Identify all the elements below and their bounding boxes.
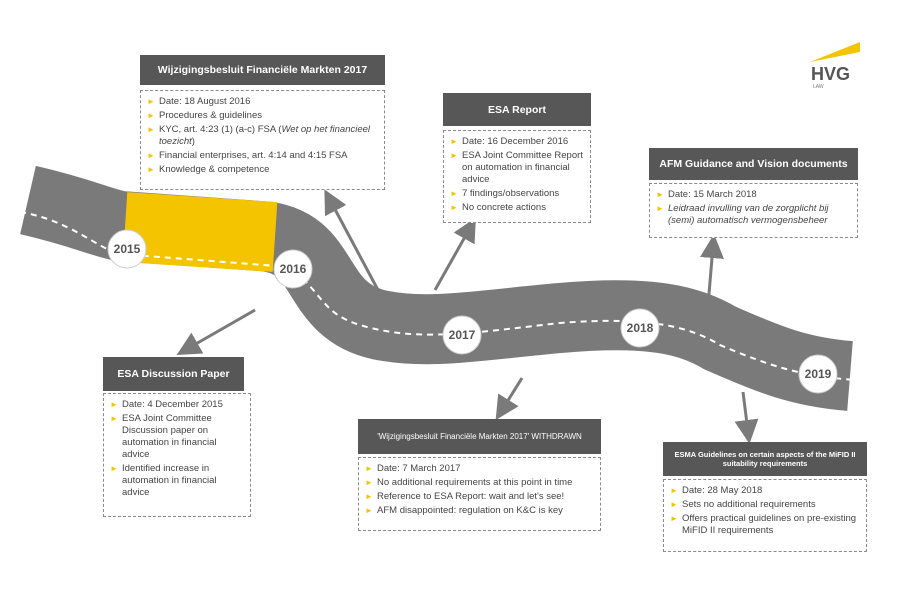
list-item-text: Date: 7 March 2017 bbox=[377, 463, 461, 474]
year-label: 2019 bbox=[805, 367, 832, 381]
bullet-icon: ► bbox=[110, 464, 118, 473]
list-item: ► No additional requirements at this poin… bbox=[365, 477, 594, 489]
list-item-text: Date: 15 March 2018 bbox=[668, 189, 757, 200]
list-item: ► KYC, art. 4:23 (1) (a-c) FSA (Wet op he… bbox=[147, 124, 378, 148]
list-item: ► Leidraad invulling van de zorgplicht bi… bbox=[656, 203, 851, 227]
list-item: ► Date: 16 December 2016 bbox=[450, 136, 584, 148]
list-item: ► Offers practical guidelines on pre-exis… bbox=[670, 513, 860, 537]
bullet-icon: ► bbox=[365, 478, 373, 487]
bullet-icon: ► bbox=[450, 151, 458, 160]
year-marker-2019: 2019 bbox=[798, 354, 838, 394]
bullet-icon: ► bbox=[656, 190, 664, 199]
list-item-text: Sets no additional requirements bbox=[682, 499, 816, 510]
list-item-italic: Leidraad invulling van de zorgplicht bij… bbox=[668, 203, 829, 226]
list-item: ► Procedures & guidelines bbox=[147, 110, 378, 122]
bullet-icon: ► bbox=[147, 151, 155, 160]
arrow-to-wfm bbox=[324, 189, 380, 291]
bullet-icon: ► bbox=[147, 97, 155, 106]
list-item-text: Knowledge & competence bbox=[159, 164, 270, 175]
list-item-text: Procedures & guidelines bbox=[159, 110, 262, 121]
arrow-to-esma bbox=[734, 391, 759, 444]
bullet-icon: ► bbox=[670, 500, 678, 509]
year-marker-2016: 2016 bbox=[273, 249, 313, 289]
wfm-body: ► Date: 18 August 2016 ► Procedures & guide… bbox=[140, 90, 385, 190]
list-item: ► Date: 4 December 2015 bbox=[110, 399, 244, 411]
list-item: ► AFM disappointed: regulation on K&C is … bbox=[365, 505, 594, 517]
list-item-text: ESA Joint Committee Report on automation… bbox=[462, 150, 583, 185]
list-item-text: No additional requirements at this point… bbox=[377, 477, 573, 488]
list-item-after: ) bbox=[191, 136, 195, 147]
arrow-to-esa-discussion bbox=[176, 308, 256, 355]
list-item-text: Date: 18 August 2016 bbox=[159, 96, 251, 107]
esma-title: ESMA Guidelines on certain aspects of th… bbox=[663, 442, 867, 476]
arrow-to-withdrawn bbox=[495, 377, 524, 421]
bullet-icon: ► bbox=[450, 189, 458, 198]
list-item: ► No concrete actions bbox=[450, 202, 584, 214]
list-item: ► Date: 28 May 2018 bbox=[670, 485, 860, 497]
arrow-to-esa-report bbox=[433, 217, 476, 291]
bullet-icon: ► bbox=[147, 165, 155, 174]
esa-report-title: ESA Report bbox=[443, 93, 591, 126]
logo-sub: LAW bbox=[813, 84, 824, 90]
list-item: ► 7 findings/observations bbox=[450, 188, 584, 200]
list-item-text: No concrete actions bbox=[462, 202, 546, 213]
year-label: 2017 bbox=[449, 328, 476, 342]
year-label: 2016 bbox=[280, 262, 307, 276]
list-item: ► Financial enterprises, art. 4:14 and 4:… bbox=[147, 150, 378, 162]
wfm-title: Wijzigingsbesluit Financiële Markten 201… bbox=[140, 55, 385, 85]
hvg-logo bbox=[810, 42, 860, 62]
bullet-icon: ► bbox=[670, 514, 678, 523]
road-highlight bbox=[122, 192, 278, 272]
bullet-icon: ► bbox=[670, 486, 678, 495]
list-item-text: Identified increase in automation in fin… bbox=[122, 463, 217, 498]
bullet-icon: ► bbox=[450, 137, 458, 146]
list-item-text: Reference to ESA Report: wait and let's … bbox=[377, 491, 565, 502]
list-item-text: Date: 16 December 2016 bbox=[462, 136, 569, 147]
list-item: ► Reference to ESA Report: wait and let's… bbox=[365, 491, 594, 503]
bullet-icon: ► bbox=[656, 204, 664, 213]
year-marker-2018: 2018 bbox=[620, 308, 660, 348]
bullet-icon: ► bbox=[450, 203, 458, 212]
afm-title: AFM Guidance and Vision documents bbox=[649, 148, 858, 180]
list-item: ► Knowledge & competence bbox=[147, 164, 378, 176]
bullet-icon: ► bbox=[147, 111, 155, 120]
bullet-icon: ► bbox=[110, 414, 118, 423]
list-item-text: ESA Joint Committee Discussion paper on … bbox=[122, 413, 217, 460]
esa-discussion-title: ESA Discussion Paper bbox=[103, 357, 244, 391]
logo-name: HVG bbox=[811, 64, 851, 84]
arrow-to-afm bbox=[700, 234, 724, 307]
list-item: ► ESA Joint Committee Report on automatio… bbox=[450, 150, 584, 186]
withdrawn-title: 'Wijzigingsbesluit Financiële Markten 20… bbox=[358, 419, 601, 454]
year-marker-2017: 2017 bbox=[442, 315, 482, 355]
bullet-icon: ► bbox=[147, 125, 155, 134]
list-item: ► Date: 7 March 2017 bbox=[365, 463, 594, 475]
list-item-text: AFM disappointed: regulation on K&C is k… bbox=[377, 505, 563, 516]
withdrawn-body: ► Date: 7 March 2017 ► No additional requir… bbox=[358, 457, 601, 531]
list-item-italic: Wet op het financieel toezicht bbox=[159, 124, 371, 147]
list-item-text: KYC, art. 4:23 (1) (a-c) FSA ( bbox=[159, 124, 282, 135]
esa-discussion-body: ► Date: 4 December 2015 ► ESA Joint Committ… bbox=[103, 393, 251, 517]
list-item-text: Date: 4 December 2015 bbox=[122, 399, 223, 410]
list-item-text: Date: 28 May 2018 bbox=[682, 485, 763, 496]
bullet-icon: ► bbox=[365, 464, 373, 473]
list-item-text: Financial enterprises, art. 4:14 and 4:1… bbox=[159, 150, 348, 161]
list-item: ► ESA Joint Committee Discussion paper on… bbox=[110, 413, 244, 461]
esma-body: ► Date: 28 May 2018 ► Sets no additional re… bbox=[663, 479, 867, 552]
list-item: ► Date: 18 August 2016 bbox=[147, 96, 378, 108]
list-item-text: 7 findings/observations bbox=[462, 188, 560, 199]
list-item: ► Identified increase in automation in fi… bbox=[110, 463, 244, 499]
list-item-text: Offers practical guidelines on pre-exist… bbox=[682, 513, 857, 536]
list-item: ► Sets no additional requirements bbox=[670, 499, 860, 511]
bullet-icon: ► bbox=[110, 400, 118, 409]
list-item: ► Date: 15 March 2018 bbox=[656, 189, 851, 201]
year-label: 2018 bbox=[627, 321, 654, 335]
year-label: 2015 bbox=[114, 242, 141, 256]
bullet-icon: ► bbox=[365, 492, 373, 501]
esa-report-body: ► Date: 16 December 2016 ► ESA Joint Commit… bbox=[443, 130, 591, 223]
year-marker-2015: 2015 bbox=[107, 229, 147, 269]
bullet-icon: ► bbox=[365, 506, 373, 515]
afm-body: ► Date: 15 March 2018 ► Leidraad invulling … bbox=[649, 183, 858, 238]
